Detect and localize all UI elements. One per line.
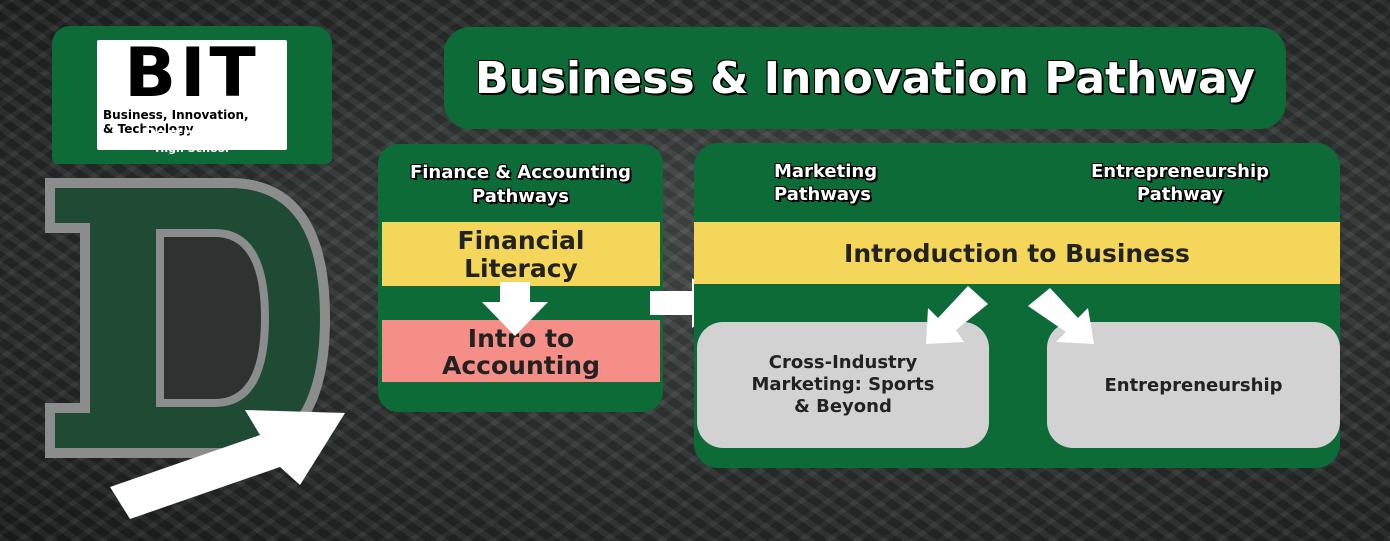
logo-tagline-2: & Technology	[103, 122, 194, 136]
logo-big-text: BIT	[124, 34, 260, 113]
logo-badge: BIT Business, Innovation, & Technology D…	[52, 26, 332, 164]
financial-literacy-box: Financial Literacy	[382, 222, 660, 286]
marketing-header-line-2: Pathways	[774, 184, 871, 205]
logo-tagline-1: Business, Innovation,	[103, 108, 249, 122]
down-right-arrow-icon	[1022, 288, 1102, 346]
logo-school-name: Dartmouth	[143, 124, 241, 143]
financial-literacy-line-2: Literacy	[464, 254, 578, 283]
logo-school-sub: High School	[155, 142, 229, 155]
entrepreneurship-header-line-1: Entrepreneurship	[1090, 161, 1270, 182]
title-banner: Business & Innovation Pathway	[444, 27, 1286, 129]
marketing-course-line-2: Marketing: Sports	[751, 374, 935, 395]
logo-white-box: BIT Business, Innovation, & Technology	[97, 34, 287, 150]
finance-header-line-2: Pathways	[472, 186, 569, 207]
intro-business-label: Introduction to Business	[844, 238, 1190, 268]
intro-business-box: Introduction to Business	[694, 222, 1340, 284]
finance-panel: Finance & Accounting Pathways Financial …	[378, 144, 663, 412]
entrepreneurship-header-line-2: Pathway	[1136, 184, 1224, 205]
entrepreneurship-course-card: Entrepreneurship	[1047, 322, 1340, 448]
down-left-arrow-icon	[916, 286, 996, 346]
marketing-course-line-1: Cross-Industry	[768, 352, 918, 373]
marketing-course-line-3: & Beyond	[794, 396, 892, 417]
financial-literacy-line-1: Financial	[457, 226, 585, 255]
down-arrow-icon	[480, 282, 550, 336]
marketing-header-line-1: Marketing	[774, 161, 878, 182]
pointer-arrow-icon	[105, 405, 350, 525]
page-title: Business & Innovation Pathway	[474, 52, 1256, 104]
business-panel: Marketing Pathways Entrepreneurship Path…	[694, 143, 1340, 468]
intro-accounting-line-2: Accounting	[442, 351, 600, 380]
entrepreneurship-course-label: Entrepreneurship	[1104, 374, 1283, 396]
finance-header-line-1: Finance & Accounting	[409, 162, 632, 183]
